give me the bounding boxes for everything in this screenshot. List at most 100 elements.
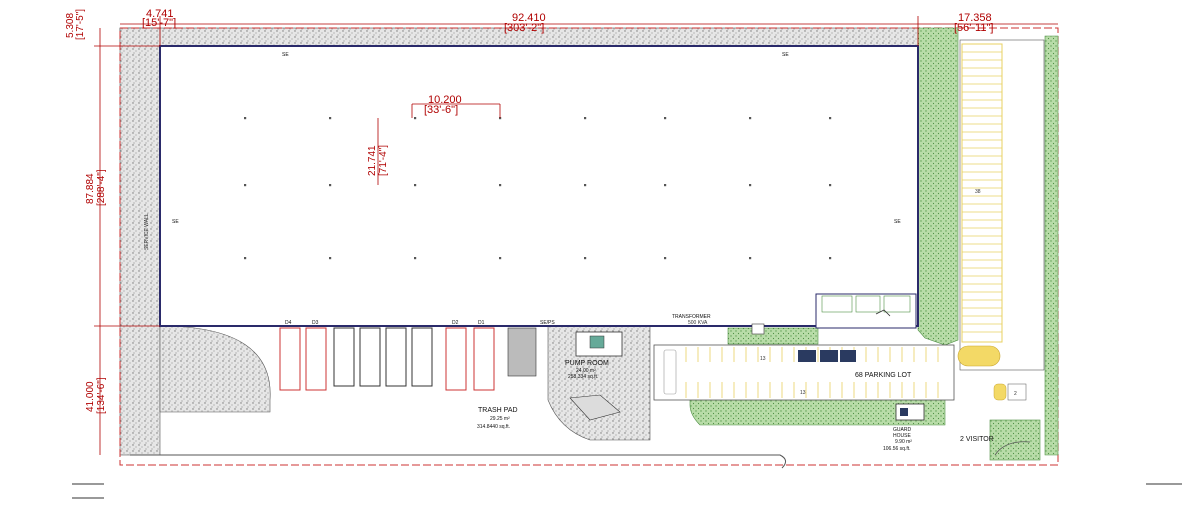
trailer-black [359, 327, 381, 387]
office-block [815, 293, 917, 329]
loading-docks: D4 D3 D2 D1 [279, 320, 537, 391]
south-parking-lot: 13 13 68 PARKING LOT [653, 344, 955, 401]
east-parking-stalls [962, 51, 1002, 333]
se-marker-top-right: SE [782, 52, 789, 58]
dimension-lines [94, 16, 1058, 455]
trailer-red [279, 327, 301, 391]
column-dot [829, 117, 832, 120]
dim-bay-width-metric: 10.200 [428, 94, 462, 106]
service-wall-label: SERVICE WALL [144, 213, 150, 250]
dim-top-main-imperial: [303'-2"] [504, 22, 544, 34]
trailer-red [445, 327, 467, 391]
ev-charger-3 [840, 350, 856, 362]
dim-top-left-metric: 4.741 [146, 8, 174, 20]
parking-lot-label: 68 PARKING LOT [855, 372, 912, 379]
visitor-count: 2 [1014, 391, 1017, 397]
guard-house-line2: HOUSE [893, 433, 911, 439]
visitor-parking: 2 2 VISITOR [960, 383, 1027, 443]
trash-pad-name: TRASH PAD [478, 407, 518, 414]
ev-charger-2 [820, 350, 838, 362]
trailer-black [385, 327, 407, 387]
visitor-label: 2 VISITOR [960, 436, 994, 443]
row-top-count: 13 [760, 356, 766, 362]
se-marker-right: SE [894, 219, 901, 225]
ev-charger-1 [798, 350, 816, 362]
dim-top-right-metric: 17.358 [958, 12, 992, 24]
trash-pad-area-m2: 29.25 m² [490, 416, 510, 422]
trailer-red [305, 327, 327, 391]
guard-house-area-m2: 9.90 m² [895, 439, 912, 445]
east-strip-count: 38 [975, 189, 981, 195]
column-dot [329, 184, 332, 187]
dim-left-bottom: 41.000 [134'-6"] [85, 377, 107, 414]
column-dot [584, 117, 587, 120]
dim-left-top: 5.308 [17'-5"] [65, 9, 86, 40]
se-marker-top-left: SE [282, 52, 289, 58]
dim-top-main-metric: 92.410 [512, 12, 546, 24]
column-dot [749, 117, 752, 120]
dim-left-mid-imperial: [288'-4"] [96, 169, 107, 206]
column-dot [499, 184, 502, 187]
se-markers: SE SE SE SE SE/PS SERVICE WALL [144, 52, 901, 326]
column-dot [584, 257, 587, 260]
column-dot [244, 117, 247, 120]
dim-left-top-imperial: [17'-5"] [75, 9, 86, 40]
dock-door-d3: D3 [312, 320, 319, 326]
dim-left-top-metric: 5.308 [65, 13, 76, 38]
frame-marks [72, 483, 1182, 499]
column-dot [829, 257, 832, 260]
dim-bay-depth-imperial: [71'-4"] [378, 145, 389, 176]
column-dot [664, 117, 667, 120]
trash-pad-area-sqft: 314.8440 sq.ft. [477, 424, 510, 430]
se-ps-marker: SE/PS [540, 320, 555, 326]
dock-door-d4: D4 [285, 320, 292, 326]
turnaround-marking [957, 345, 1001, 367]
dim-bay-depth-metric: 21.741 [367, 145, 378, 176]
dock-door-d2: D2 [452, 320, 459, 326]
pump-room-area-sqft: 258.334 sq.ft. [568, 374, 598, 380]
access-road [130, 454, 786, 469]
dock-trailers-black [333, 327, 433, 387]
trailer-red [473, 327, 495, 391]
dim-top-left-imperial: [15'-7"] [142, 17, 176, 29]
column-dot [499, 117, 502, 120]
east-parking-strip: 38 [957, 39, 1045, 371]
landscape-east [689, 27, 1059, 461]
guard-house: GUARD HOUSE 9.90 m² 106.56 sq.ft. [883, 403, 925, 452]
column-dot [584, 184, 587, 187]
dim-left-mid-metric: 87.884 [85, 173, 96, 204]
column-dot [664, 184, 667, 187]
column-dot [329, 257, 332, 260]
ramp [507, 327, 537, 377]
column-grid [244, 117, 832, 260]
pump-room-name: PUMP ROOM [565, 360, 609, 367]
column-dot [664, 257, 667, 260]
guard-house-area-sqft: 106.56 sq.ft. [883, 446, 911, 452]
warehouse-building [159, 45, 919, 327]
se-marker-left: SE [172, 219, 179, 225]
row-bottom-count: 13 [800, 390, 806, 396]
column-dot [414, 184, 417, 187]
column-dot [749, 184, 752, 187]
column-dot [414, 257, 417, 260]
trailer-black [411, 327, 433, 387]
dock-door-d1: D1 [478, 320, 485, 326]
trash-pad: TRASH PAD 29.25 m² 314.8440 sq.ft. [477, 394, 621, 430]
dim-bay-width-imperial: [33'-6"] [424, 104, 458, 116]
dim-left-mid: 87.884 [288'-4"] [85, 169, 107, 206]
transformer: TRANSFORMER 500 KVA [672, 314, 765, 335]
column-dot [749, 257, 752, 260]
transformer-rating: 500 KVA [688, 320, 708, 326]
dim-left-bottom-metric: 41.000 [85, 381, 96, 412]
transformer-name: TRANSFORMER [672, 314, 711, 320]
dim-bay-depth: 21.741 [71'-4"] [367, 145, 389, 176]
dim-top-right-imperial: [56'-11"] [954, 22, 993, 34]
column-dot [499, 257, 502, 260]
pump-room-area-m2: 24.00 m² [576, 368, 596, 374]
dim-left-bottom-imperial: [134'-6"] [96, 377, 107, 414]
column-dot [414, 117, 417, 120]
column-dot [329, 117, 332, 120]
column-dot [829, 184, 832, 187]
column-dot [244, 257, 247, 260]
